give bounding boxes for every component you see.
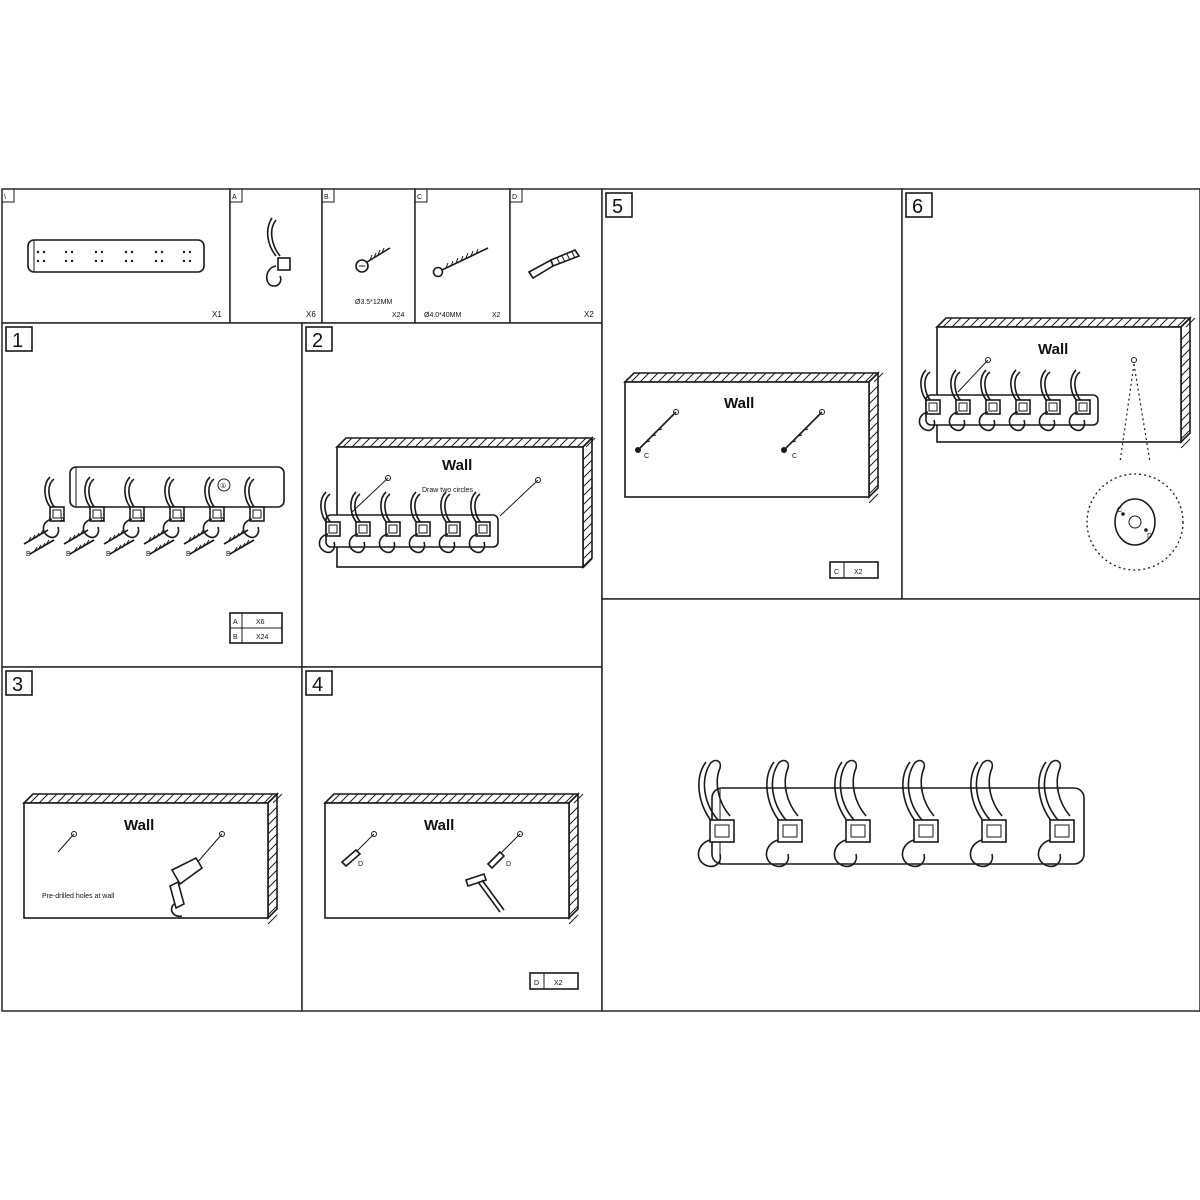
- step-1-label-a: A: [180, 517, 185, 524]
- final-result-panel: [601, 598, 1200, 1012]
- step-6-panel: 6 Wall C D: [901, 188, 1200, 600]
- step-1-callout: ①: [220, 482, 226, 490]
- step-3-drill-icon: [169, 831, 225, 918]
- step-1-label-b: B: [226, 551, 231, 558]
- step-4-wall-label: Wall: [424, 817, 454, 834]
- step-1-label-b: B: [106, 551, 111, 558]
- step-1-label-a: A: [140, 517, 145, 524]
- part-c-qty: X2: [492, 312, 501, 319]
- part-d-qty: X2: [584, 310, 594, 319]
- step-1-table-qty: X6: [256, 619, 265, 626]
- step-4-badge: [529, 972, 579, 990]
- step-1-label-b: B: [186, 551, 191, 558]
- step-1-label-a: A: [100, 517, 105, 524]
- step-3-wall-label: Wall: [124, 817, 154, 834]
- step-5-wall-label: Wall: [724, 395, 754, 412]
- step-1-rail-assembly: [23, 466, 285, 555]
- step-1-label-a: A: [60, 517, 65, 524]
- part-b-panel: [321, 188, 416, 324]
- step-5-screw-label: C: [792, 453, 797, 460]
- step-6-detail-c: C: [1117, 507, 1122, 514]
- step-1-number: 1: [12, 330, 23, 352]
- final-hooks: [697, 759, 1075, 868]
- step-1-label-b: B: [66, 551, 71, 558]
- step-1-label-a: A: [220, 517, 225, 524]
- step-6-detail-callout: [1086, 363, 1184, 571]
- step-5-badge: [829, 561, 879, 579]
- step-3-note: Pre-drilled holes at wall: [42, 893, 115, 900]
- step-5-screw-right: [781, 409, 825, 453]
- final-hook: [1037, 759, 1075, 868]
- step-1-label-b: B: [26, 551, 31, 558]
- step-5-badge-qty: X2: [854, 569, 863, 576]
- step-6-number: 6: [912, 196, 923, 218]
- step-4-badge-qty: X2: [554, 980, 563, 987]
- part-c-screw-icon: [432, 247, 489, 278]
- part-a-qty: X6: [306, 310, 316, 319]
- step-6-rail: [918, 369, 1099, 432]
- part-rail-qty: X1: [212, 310, 222, 319]
- step-5-screw-left: [635, 409, 679, 453]
- step-1-table-part: B: [233, 634, 238, 641]
- final-hook: [697, 759, 735, 868]
- part-a-hook-icon: [265, 217, 291, 287]
- final-hook: [765, 759, 803, 868]
- step-4-panel: 4 Wall D D D X2: [301, 666, 603, 1012]
- part-b-tag: B: [324, 194, 329, 201]
- step-4-number: 4: [312, 674, 323, 696]
- part-d-tag: D: [512, 194, 517, 201]
- step-2-number: 2: [312, 330, 323, 352]
- step-5-badge-part: C: [834, 569, 839, 576]
- part-a-tag: A: [232, 194, 237, 201]
- step-6-wall: [935, 316, 1196, 449]
- rail-board-drawing: [27, 239, 205, 273]
- step-1-table-qty: X24: [256, 634, 269, 641]
- step-6-wall-label: Wall: [1038, 341, 1068, 358]
- step-2-panel: 2 Wall Draw two circles: [301, 322, 603, 668]
- step-6-detail-d: D: [1147, 533, 1152, 540]
- step-2-wall-label: Wall: [442, 457, 472, 474]
- step-5-wall: [623, 371, 884, 504]
- step-3-panel: 3 Wall Pre-drilled holes at wall: [1, 666, 303, 1012]
- step-5-number: 5: [612, 196, 623, 218]
- step-3-wall: [22, 792, 283, 925]
- step-4-hammer-icon: [464, 831, 523, 913]
- step-4-wall: [323, 792, 584, 925]
- step-4-anchor-left: [340, 831, 377, 868]
- part-b-screw-icon: [355, 247, 391, 273]
- step-1-parts-table: [229, 612, 283, 644]
- step-4-anchor-label: D: [358, 861, 363, 868]
- step-2-note: Draw two circles: [422, 487, 473, 494]
- step-3-number: 3: [12, 674, 23, 696]
- step-1-label-b: B: [146, 551, 151, 558]
- step-5-panel: 5 Wall C C C X2: [601, 188, 903, 600]
- parts-row: \ A B C D X1 X6: [1, 188, 603, 324]
- step-2-rail: [318, 491, 499, 554]
- step-5-screw-label: C: [644, 453, 649, 460]
- part-b-qty: X24: [392, 312, 405, 319]
- step-1-panel: 1 ① A A A A A: [1, 322, 303, 668]
- part-d-panel: [509, 188, 603, 324]
- part-c-spec: Ø4.0*40MM: [424, 312, 462, 319]
- part-rail-tag: \: [4, 194, 6, 201]
- step-4-anchor-label: D: [506, 861, 511, 868]
- final-hook-rail: [711, 787, 1085, 865]
- final-hook: [833, 759, 871, 868]
- part-c-tag: C: [417, 194, 422, 201]
- part-d-anchor-icon: [527, 249, 581, 280]
- step-1-table-part: A: [233, 619, 238, 626]
- final-hook: [901, 759, 939, 868]
- step-4-badge-part: D: [534, 980, 539, 987]
- part-b-spec: Ø3.5*12MM: [355, 299, 393, 306]
- final-hook: [969, 759, 1007, 868]
